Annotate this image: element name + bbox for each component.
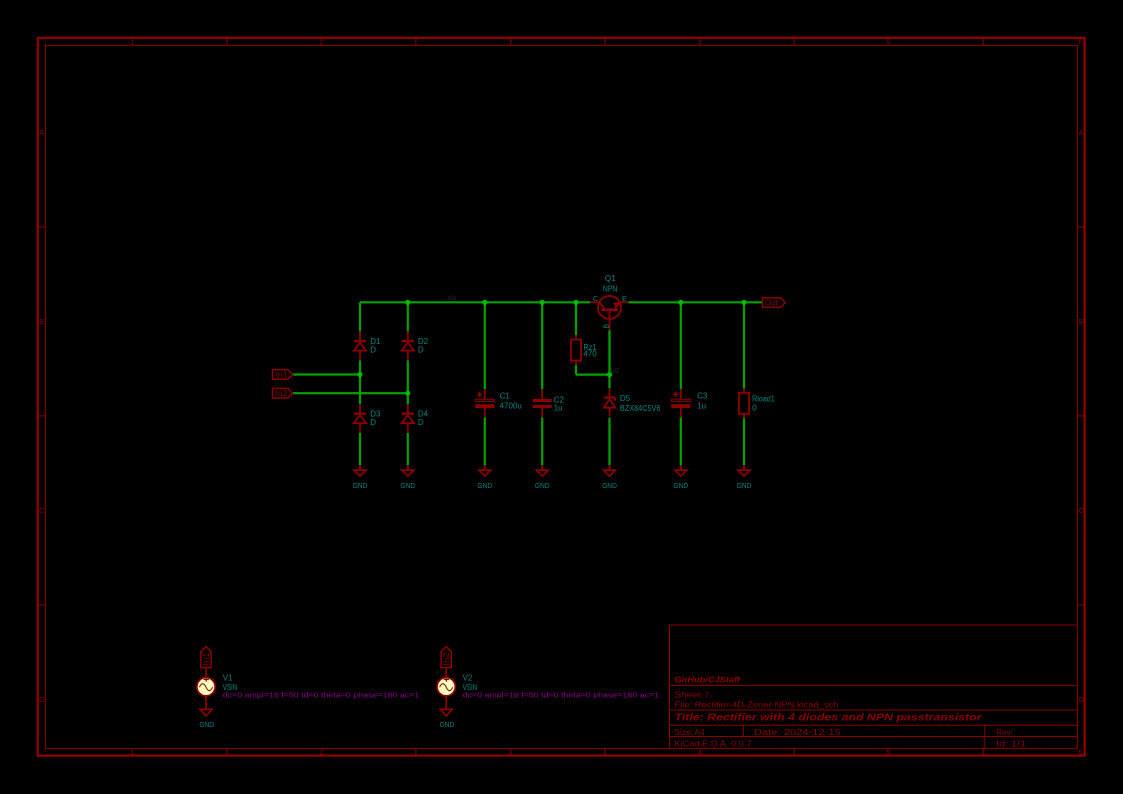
svg-text:A: A — [1079, 130, 1084, 137]
svg-text:GND: GND — [353, 481, 368, 490]
svg-text:D5: D5 — [620, 394, 631, 403]
svg-text:In1: In1 — [275, 370, 288, 380]
svg-text:Q1: Q1 — [605, 274, 616, 283]
svg-text:In1: In1 — [201, 652, 211, 665]
svg-text:Vin: Vin — [447, 295, 457, 302]
svg-text:4700u: 4700u — [500, 402, 522, 411]
svg-text:GND: GND — [477, 481, 492, 490]
svg-text:1: 1 — [130, 750, 134, 757]
svg-text:Sheet: /: Sheet: / — [675, 691, 710, 700]
svg-text:V2: V2 — [463, 673, 473, 682]
svg-text:GND: GND — [440, 720, 455, 729]
svg-text:B: B — [1079, 319, 1084, 326]
svg-text:2: 2 — [319, 39, 323, 46]
svg-text:C3: C3 — [697, 391, 708, 400]
svg-text:B: B — [603, 324, 610, 329]
svg-text:GND: GND — [737, 481, 752, 490]
svg-text:6: 6 — [1078, 750, 1082, 757]
svg-text:KiCad E.D.A. 9.0.7: KiCad E.D.A. 9.0.7 — [675, 740, 753, 749]
svg-text:6: 6 — [1078, 39, 1082, 46]
svg-text:4: 4 — [697, 750, 701, 757]
svg-text:GND: GND — [199, 720, 214, 729]
svg-text:C: C — [1078, 508, 1083, 515]
svg-text:D: D — [39, 697, 44, 704]
svg-text:C: C — [39, 508, 44, 515]
svg-text:Title: Rectifier with 4 diodes: Title: Rectifier with 4 diodes and NPN p… — [675, 712, 983, 724]
svg-text:File: Rectifier-4D-Zener-NPN.k: File: Rectifier-4D-Zener-NPN.kicad_sch — [675, 700, 839, 709]
svg-text:D2: D2 — [418, 337, 429, 346]
svg-text:D3: D3 — [370, 410, 381, 419]
svg-text:470: 470 — [583, 349, 597, 358]
svg-text:Rev:: Rev: — [996, 728, 1012, 737]
svg-text:2: 2 — [319, 750, 323, 757]
svg-text:5: 5 — [887, 39, 891, 46]
svg-text:Size: A4: Size: A4 — [675, 728, 706, 737]
svg-text:In2: In2 — [275, 388, 288, 398]
svg-text:GitHub/CJStaff: GitHub/CJStaff — [675, 674, 742, 684]
svg-text:dc=0 ampl=18 f=50 td=0 theta=0: dc=0 ampl=18 f=50 td=0 theta=0 phase=180… — [223, 691, 420, 700]
svg-text:B: B — [39, 319, 44, 326]
svg-text:3: 3 — [508, 750, 512, 757]
svg-text:3: 3 — [508, 39, 512, 46]
svg-text:C2: C2 — [554, 395, 565, 404]
svg-text:E: E — [622, 296, 627, 303]
svg-text:Rload1: Rload1 — [752, 395, 775, 404]
svg-text:C1: C1 — [500, 391, 511, 400]
svg-text:D: D — [370, 418, 376, 427]
svg-text:1: 1 — [130, 39, 134, 46]
svg-text:V1: V1 — [223, 673, 233, 682]
svg-text:GND: GND — [602, 481, 617, 490]
svg-text:D: D — [418, 418, 424, 427]
svg-text:GND: GND — [400, 481, 415, 490]
svg-text:D1: D1 — [370, 337, 381, 346]
svg-text:NPN: NPN — [603, 285, 618, 294]
svg-text:5: 5 — [887, 750, 891, 757]
svg-text:dc=0 ampl=18 f=50 td=0 theta=0: dc=0 ampl=18 f=50 td=0 theta=0 phase=180… — [463, 691, 659, 700]
svg-text:1u: 1u — [697, 402, 706, 411]
svg-text:1u: 1u — [554, 403, 563, 412]
svg-text:A: A — [39, 130, 44, 137]
svg-text:GND: GND — [673, 481, 688, 490]
svg-text:GND: GND — [535, 481, 550, 490]
svg-text:D: D — [370, 346, 376, 355]
svg-text:In2: In2 — [441, 652, 451, 665]
svg-text:D: D — [418, 346, 424, 355]
svg-text:Out: Out — [765, 298, 779, 308]
svg-text:Rz1: Rz1 — [583, 343, 596, 352]
svg-text:C: C — [593, 296, 598, 303]
svg-text:VSIN: VSIN — [223, 683, 238, 692]
svg-text:D4: D4 — [418, 410, 429, 419]
svg-text:D: D — [1078, 697, 1083, 704]
svg-text:Uz: Uz — [611, 367, 620, 374]
svg-text:Date: 2024-12-15: Date: 2024-12-15 — [754, 728, 842, 737]
svg-text:VSIN: VSIN — [463, 683, 478, 692]
svg-text:Id: 1/1: Id: 1/1 — [996, 740, 1027, 749]
svg-text:4: 4 — [697, 39, 701, 46]
svg-text:BZX84C5V6: BZX84C5V6 — [620, 404, 661, 413]
svg-text:0: 0 — [752, 404, 757, 413]
